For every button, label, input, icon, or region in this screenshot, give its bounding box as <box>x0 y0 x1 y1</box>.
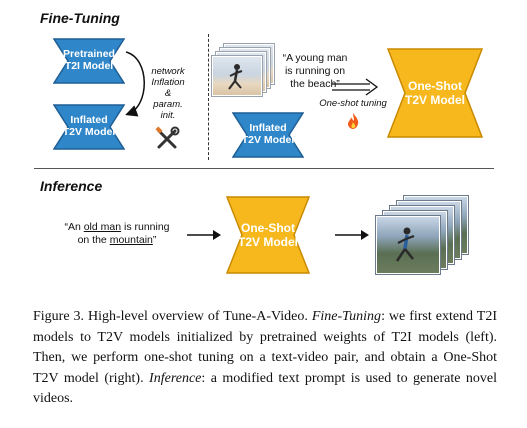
caption-paragraph: Figure 3. High-level overview of Tune-A-… <box>33 307 497 410</box>
inflated-label-line2: T2V Model <box>62 126 116 138</box>
note-line-2: Inflation <box>151 77 185 88</box>
note-line-4: param. <box>153 99 183 110</box>
pretrained-t2i-model: Pretrained T2I Model <box>52 38 126 84</box>
prompt-edited-word: mountain <box>109 234 153 246</box>
pretrained-t2i-model-shape <box>52 38 126 84</box>
prompt-line-2: is running on <box>284 65 346 77</box>
output-video-frames <box>376 196 476 282</box>
tuning-double-arrow <box>332 78 379 96</box>
caption-inference-label: Inference <box>149 370 202 386</box>
prompt-text: “An <box>64 221 84 233</box>
inflated-right-label-line1: Inflated <box>249 122 287 134</box>
one-shot-t2v-model-shape <box>386 48 484 138</box>
inflated-right-label-line2: T2V Model <box>241 134 295 146</box>
inference-one-shot-model: One-Shot T2V Model <box>225 196 311 274</box>
caption-fine-tuning-label: Fine-Tuning <box>311 309 382 324</box>
one-shot-label-line2: T2V Model <box>404 93 465 107</box>
note-line-5: init. <box>160 110 176 121</box>
one-shot-t2v-model: One-Shot T2V Model <box>386 48 484 138</box>
caption-inference-text: : a modified text prompt is used to gene… <box>33 370 497 407</box>
inflation-note: network Inflation & param. init. <box>140 66 196 121</box>
video-frame-front <box>212 56 262 96</box>
note-line-1: network <box>151 66 185 77</box>
fine-tuning-title: Fine-Tuning <box>40 10 120 26</box>
flame-icon <box>348 113 359 129</box>
inference-one-shot-model-shape <box>225 196 311 274</box>
inflated-label-line1: Inflated <box>70 114 108 126</box>
fine-tuning-prompt: “A young man is running on the beach” <box>270 52 360 91</box>
inference-model-label-line1: One-Shot <box>241 221 295 235</box>
inference-model-label-line2: T2V Model <box>237 235 298 249</box>
inference-output-arrow <box>335 230 369 240</box>
inference-prompt-line-2: on the mountain” <box>52 234 182 247</box>
prompt-line-1: “A young man <box>282 52 348 64</box>
prompt-text: on the <box>77 234 110 246</box>
tools-icon <box>155 126 180 149</box>
video-frame-front <box>376 216 440 274</box>
inference-input-arrow <box>187 230 221 240</box>
caption-fine-tuning-text: : we first extend T2I models to T2V mode… <box>33 309 497 386</box>
inflated-t2v-model: Inflated T2V Model <box>52 104 126 150</box>
prompt-text: ” <box>152 234 157 246</box>
inflated-t2v-model-shape <box>52 104 126 150</box>
note-line-3: & <box>164 88 172 99</box>
runner-figure-icon <box>395 227 415 262</box>
inflated-t2v-model-right: Inflated T2V Model <box>231 112 305 158</box>
inflated-t2v-model-right-shape <box>231 112 305 158</box>
input-video-frames <box>212 44 276 100</box>
runner-figure-icon <box>228 64 243 90</box>
inflation-curved-arrow <box>125 51 145 117</box>
one-shot-label-line1: One-Shot <box>408 79 462 93</box>
pretrained-label-line1: Pretrained <box>63 48 115 60</box>
prompt-edited-word: old man <box>83 221 122 233</box>
section-separator <box>34 168 494 169</box>
inference-prompt: “An old man is running on the mountain” <box>52 221 182 247</box>
section-divider <box>208 34 209 160</box>
prompt-text: is running <box>121 221 170 233</box>
figure-caption: Figure 3. High-level overview of Tune-A-… <box>33 307 497 410</box>
one-shot-tuning-label: One-shot tuning <box>319 98 387 109</box>
pretrained-label-line2: T2I Model <box>64 60 114 72</box>
caption-prefix: Figure 3. High-level overview of Tune-A-… <box>33 309 312 324</box>
inference-title: Inference <box>40 178 103 194</box>
inference-prompt-line-1: “An old man is running <box>52 221 182 234</box>
prompt-line-3: the beach” <box>290 78 340 90</box>
